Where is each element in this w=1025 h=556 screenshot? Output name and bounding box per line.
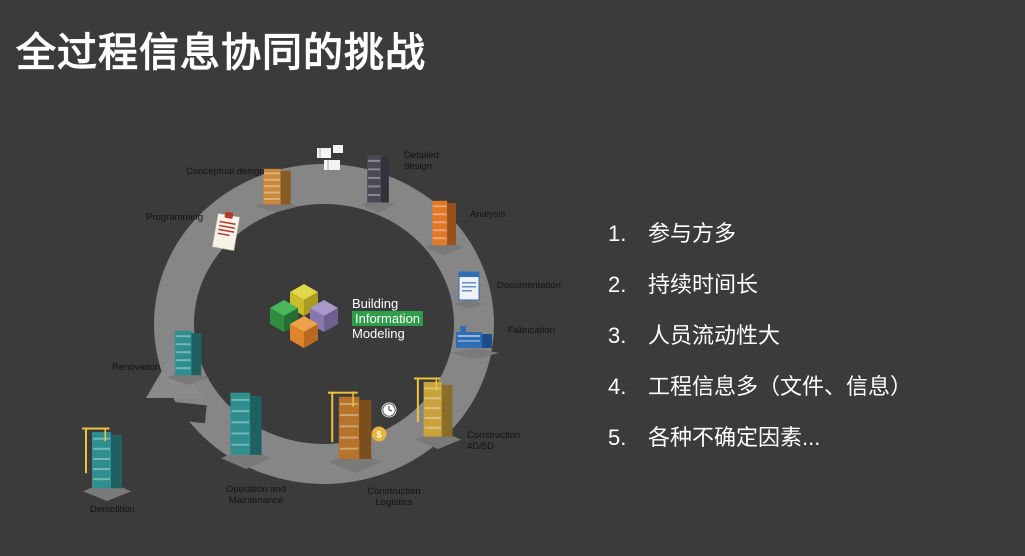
stage-label-analysis: Analysis (470, 209, 506, 220)
page-title: 全过程信息协同的挑战 (16, 31, 426, 75)
operation-maintenance-building-icon (220, 386, 272, 475)
stage-label-fabrication: Fabrication (508, 325, 555, 336)
analysis-building-icon (424, 196, 464, 261)
list-item-number: 2. (608, 272, 627, 297)
list-item: 5. 各种不确定因素... (608, 426, 1008, 450)
stage-label-programming: Programming (146, 212, 204, 223)
list-item: 3. 人员流动性大 (608, 324, 1008, 348)
bim-center-label: Building Information Modeling (352, 296, 424, 341)
fabrication-machine-icon (451, 326, 499, 359)
list-item-number: 3. (608, 323, 627, 348)
list-item: 2. 持续时间长 (608, 273, 1008, 297)
svg-text:$: $ (376, 430, 381, 440)
ring-arrowhead-icon (146, 350, 202, 398)
list-item-text: 工程信息多（文件、信息） (648, 374, 913, 399)
list-item-text: 持续时间长 (648, 272, 759, 297)
list-item-text: 人员流动性大 (648, 323, 781, 348)
bim-cubes-icon (270, 284, 338, 348)
list-item: 4. 工程信息多（文件、信息） (608, 375, 1008, 399)
challenge-list: 1. 参与方多 2. 持续时间长 3. 人员流动性大 4. 工程信息多（文件、信… (608, 222, 1008, 477)
bim-word-information: Information (352, 311, 424, 326)
stage-label-documentation: Documentation (497, 280, 561, 291)
list-item-text: 参与方多 (648, 221, 737, 246)
programming-clipboard-icon (211, 211, 241, 251)
floor-plan-icon (317, 145, 343, 170)
stage-label-demolition: Demolition (90, 504, 135, 515)
conceptual-design-building-icon (254, 165, 300, 218)
detailed-design-building-icon (360, 150, 396, 219)
construction-logistics-building-icon (328, 390, 382, 479)
stage-label-construction-4d5d: Construction 4D/5D (467, 430, 521, 452)
stage-label-construction-logistics: Construction Logistics (367, 486, 421, 508)
stage-label-conceptual-design: Conceptual design (186, 166, 265, 177)
list-item-number: 5. (608, 425, 627, 450)
cost-icon: $ (371, 426, 387, 442)
bim-word-building: Building (352, 296, 399, 311)
clock-icon (381, 402, 397, 418)
bim-lifecycle-ring (139, 164, 494, 484)
renovation-building-icon (166, 326, 210, 391)
list-item-number: 4. (608, 374, 627, 399)
stage-label-detailed-design: Detailed design (404, 150, 439, 172)
bim-word-modeling: Modeling (352, 326, 405, 341)
construction-4d5d-building-icon (414, 376, 462, 455)
stage-label-operation-maintenance: Operation and Maintenance (225, 484, 287, 506)
list-item: 1. 参与方多 (608, 222, 1008, 246)
list-item-text: 各种不确定因素... (648, 425, 821, 450)
demolition-building-icon (82, 426, 132, 507)
stage-label-renovation: Renovation (112, 362, 161, 373)
list-item-number: 1. (608, 221, 627, 246)
documentation-doc-icon (453, 271, 485, 308)
